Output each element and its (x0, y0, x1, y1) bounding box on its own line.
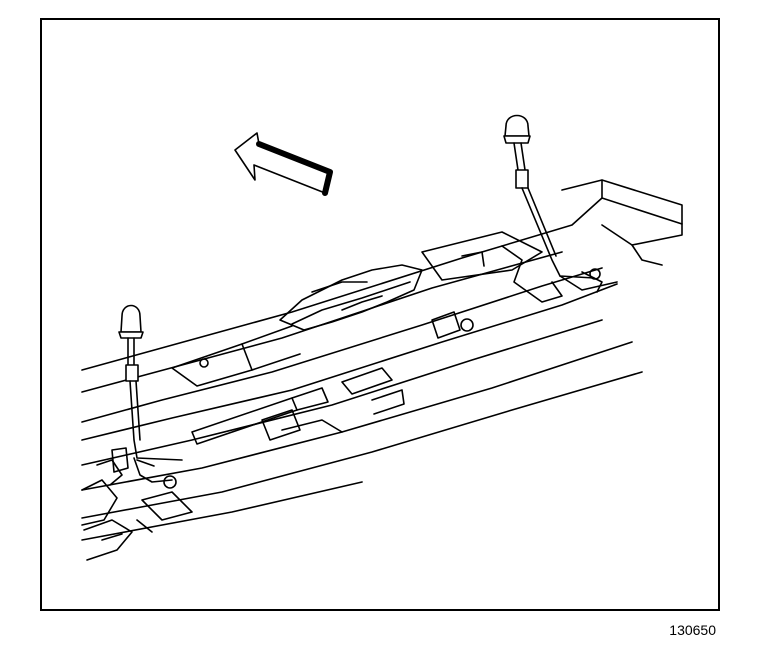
line-drawing (81, 114, 683, 561)
figure-number: 130650 (669, 622, 716, 638)
illustration-frame (40, 18, 720, 611)
lamp-bulb-icon (504, 114, 530, 137)
dash-panel-structure (81, 179, 683, 561)
connector-icon (515, 169, 529, 189)
direction-arrow-icon (234, 132, 333, 196)
left-lamp-assembly (111, 304, 183, 489)
lamp-bulb-icon (120, 304, 142, 333)
right-lamp-assembly (503, 114, 618, 293)
connector-icon (125, 364, 139, 382)
